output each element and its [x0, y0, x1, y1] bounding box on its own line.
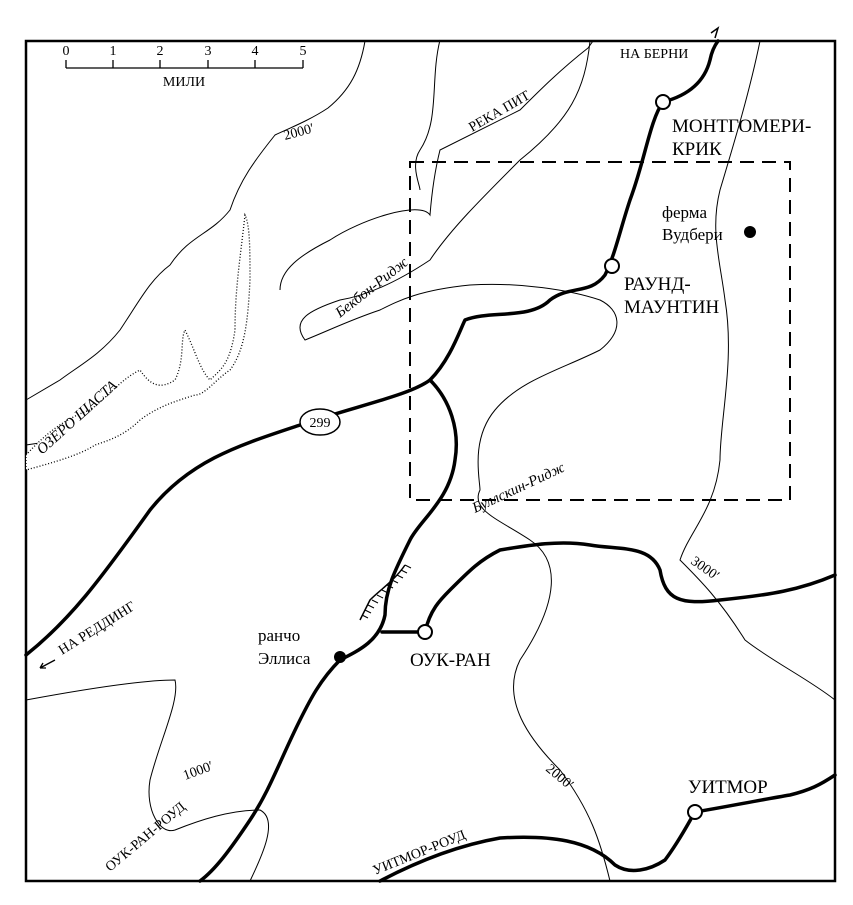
ellis-ranch-marker — [334, 651, 346, 663]
contour-3000-label: 3000′ — [688, 554, 722, 584]
whitmore-label: УИТМОР — [688, 777, 768, 798]
oak-run-road-label: ОУК-РАН-РОУД — [103, 799, 189, 875]
lake-shasta: ОЗЕРО ШАСТА — [25, 212, 251, 471]
montgomery-creek-label-2: КРИК — [672, 139, 722, 160]
highway-299-shield: 299 — [299, 408, 341, 436]
map-frame — [24, 39, 837, 883]
scale-tick-1: 1 — [110, 44, 117, 59]
whitmore-road-label: УИТМОР-РОУД — [371, 828, 469, 879]
ellis-ranch-label-1: ранчо — [258, 626, 300, 645]
oak-run-road — [198, 378, 458, 883]
scale-tick-3: 3 — [205, 44, 212, 59]
escarpment — [359, 564, 406, 621]
escarpment-hatch — [361, 564, 412, 619]
montgomery-creek-label-1: МОНТГОМЕРИ- — [672, 116, 811, 137]
study-area-box — [409, 161, 791, 501]
town-marker-montgomery-creek — [655, 94, 671, 110]
highway-299-label: 299 — [310, 416, 331, 431]
oak-run-label: ОУК-РАН — [410, 650, 491, 671]
whitmore-road — [378, 773, 837, 883]
bullskin-ridge-label: Буллскин-Ридж — [469, 460, 567, 517]
scale-tick-5: 5 — [300, 44, 307, 59]
highway-299 — [24, 39, 720, 657]
round-mountain-label-2: МАУНТИН — [624, 297, 719, 318]
contour-2000-label-bottom: 2000′ — [542, 762, 575, 793]
woodbury-farm-label-1: ферма — [662, 203, 707, 222]
town-marker-whitmore — [687, 804, 703, 820]
to-redding-label: НА РЕДДИНГ — [56, 599, 138, 658]
pit-river-label: РЕКА ПИТ — [467, 88, 534, 135]
town-marker-round-mountain — [604, 258, 620, 274]
round-mountain-label-1: РАУНД- — [624, 274, 691, 295]
scale-unit: МИЛИ — [163, 75, 205, 90]
contour-2000-label-top: 2000′ — [282, 121, 316, 144]
oak-run-connector — [380, 541, 837, 634]
scale-tick-4: 4 — [252, 44, 259, 59]
scale-tick-0: 0 — [63, 44, 70, 59]
to-burney-arrow-icon — [710, 26, 720, 39]
contour-1000-label: 1000′ — [181, 759, 215, 784]
to-burney-label: НА БЕРНИ — [620, 47, 688, 62]
woodbury-farm-marker — [744, 226, 756, 238]
town-marker-oak-run — [417, 624, 433, 640]
scale-bar: 0 1 2 3 4 5 МИЛИ — [63, 44, 307, 90]
contour-lines — [25, 39, 836, 882]
ellis-ranch-label-2: Эллиса — [258, 649, 311, 668]
backbone-ridge-label: Бекбон-Ридж — [332, 255, 412, 322]
to-redding-arrow-icon — [39, 659, 56, 669]
scale-tick-2: 2 — [157, 44, 164, 59]
woodbury-farm-label-2: Вудбери — [662, 225, 723, 244]
